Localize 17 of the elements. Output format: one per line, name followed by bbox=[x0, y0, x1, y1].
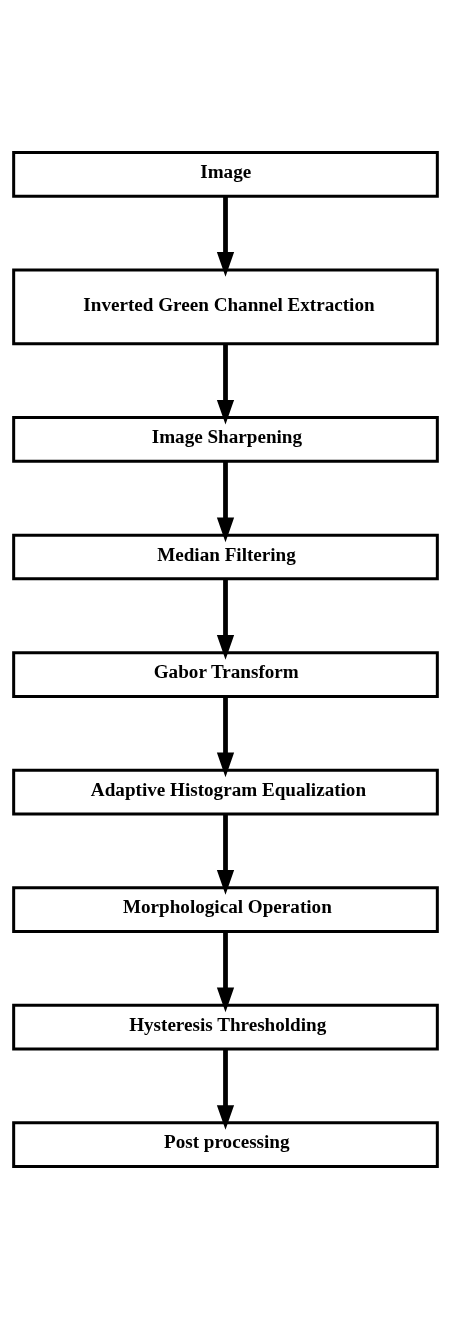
node-box: Image bbox=[12, 150, 439, 198]
node-box: Adaptive Histogram Equalization bbox=[12, 768, 439, 815]
node-box: Inverted Green Channel Extraction bbox=[12, 268, 439, 345]
node-box: Gabor Transform bbox=[12, 650, 439, 698]
arrow bbox=[216, 196, 235, 277]
arrow bbox=[216, 460, 235, 542]
arrow bbox=[216, 695, 235, 777]
arrow bbox=[216, 931, 235, 1012]
node-box: Morphological Operation bbox=[12, 885, 439, 933]
arrow bbox=[216, 578, 235, 660]
node-box: Image Sharpening bbox=[12, 415, 439, 463]
arrow bbox=[216, 1048, 235, 1130]
node-box: Hysteresis Thresholding bbox=[12, 1003, 439, 1050]
node-box: Post processing bbox=[12, 1120, 439, 1168]
arrow bbox=[216, 343, 235, 425]
arrow bbox=[216, 813, 235, 895]
node-box: Median Filtering bbox=[12, 533, 439, 580]
